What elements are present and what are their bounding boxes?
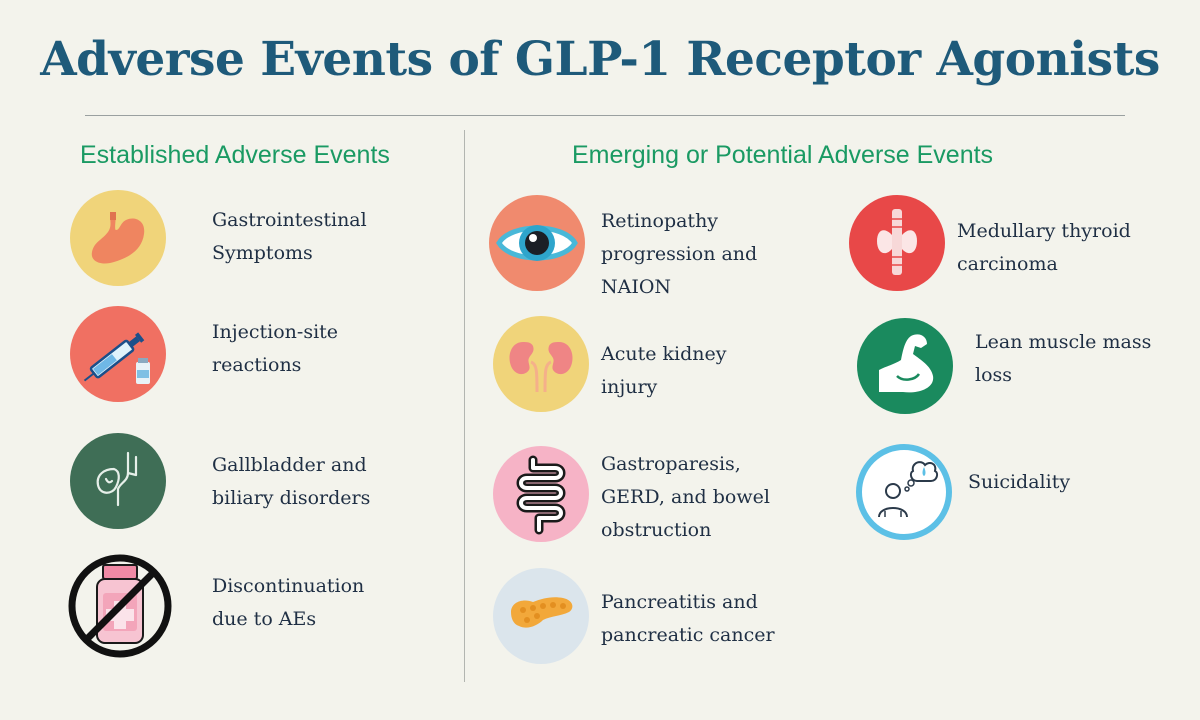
item-gastroparesis: Gastroparesis, GERD, and bowel obstructi… [601,453,770,541]
established-heading: Established Adverse Events [80,141,390,169]
pancreas-icon [493,568,589,664]
item-thyroid: Medullary thyroid carcinoma [957,220,1131,275]
item-retinopathy: Retinopathy progression and NAION [601,210,758,298]
item-acute-kidney: Acute kidney injury [601,343,727,398]
muscle-arm-icon [857,318,953,414]
item-lean-muscle: Lean muscle mass loss [975,331,1152,386]
syringe-icon [70,306,166,402]
intestine-icon [493,446,589,542]
item-suicidality: Suicidality [968,471,1071,493]
item-injection-site: Injection-site reactions [212,321,339,376]
gallbladder-icon [70,433,166,529]
thinking-person-icon [856,444,952,540]
emerging-heading: Emerging or Potential Adverse Events [572,141,994,169]
item-gallbladder: Gallbladder and biliary disorders [212,454,371,509]
title-divider [85,115,1125,116]
no-pill-bottle-icon [68,554,172,658]
stomach-icon [70,190,166,286]
item-gastrointestinal: Gastrointestinal Symptoms [212,209,367,264]
item-discontinuation: Discontinuation due to AEs [212,575,365,630]
item-pancreatitis: Pancreatitis and pancreatic cancer [601,591,775,646]
eye-icon [489,195,585,291]
column-divider [464,130,465,682]
page-title: Adverse Events of GLP-1 Receptor Agonist… [40,32,1160,87]
thyroid-icon [849,195,945,291]
kidneys-icon [493,316,589,412]
